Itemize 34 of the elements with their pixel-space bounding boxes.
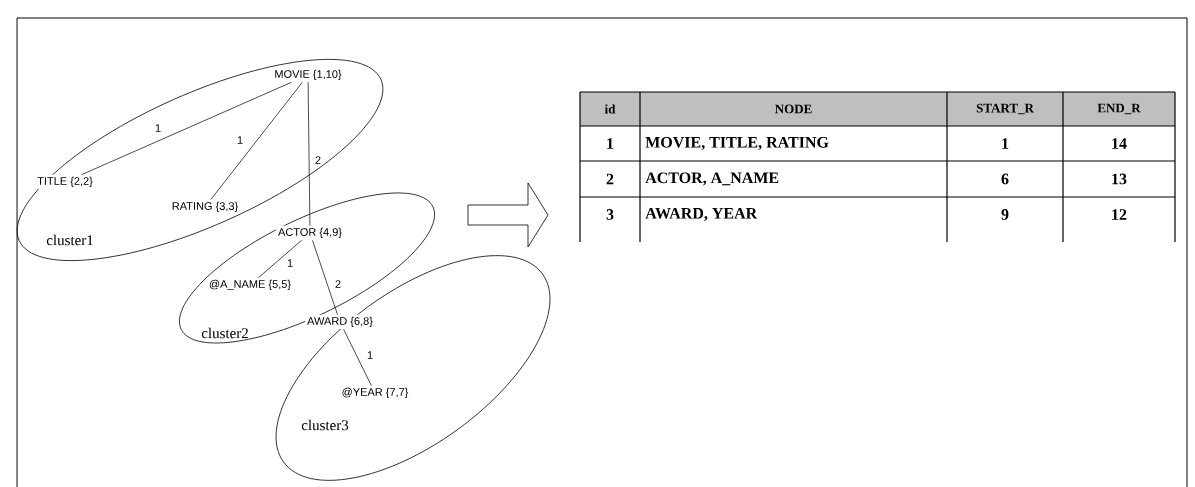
- edge-label: 1: [285, 258, 295, 268]
- edge-label: 1: [365, 350, 375, 360]
- tree-edge: [258, 239, 302, 278]
- edge-label: 2: [313, 155, 323, 165]
- tree-edge: [312, 239, 338, 315]
- tree-edge: [343, 328, 372, 386]
- table-cell: 13: [1112, 173, 1127, 185]
- table-cell: START_R: [976, 103, 1034, 115]
- table-cell: id: [604, 104, 616, 114]
- tree-edge: [307, 81, 311, 226]
- table-cell: 1: [607, 138, 614, 149]
- table-cell: NODE: [774, 104, 812, 114]
- tree-edge: [81, 81, 292, 175]
- table-cell: 9: [1001, 209, 1009, 220]
- table-cell: MOVIE, TITLE, RATING: [645, 136, 829, 151]
- tree-node-label: MOVIE {1,10}: [272, 67, 344, 83]
- table-cell: 3: [606, 209, 614, 220]
- table-cell: 6: [1001, 173, 1009, 185]
- table-cell: AWARD, YEAR: [645, 208, 758, 221]
- edge-label: 1: [235, 135, 245, 145]
- edge-label: 1: [153, 123, 163, 133]
- table-cell: 1: [1002, 138, 1009, 149]
- table-cell: END_R: [1097, 103, 1141, 115]
- edge-label: 2: [333, 279, 343, 289]
- table-cell: 12: [1112, 209, 1127, 220]
- table-cell: 2: [606, 173, 614, 185]
- tree-node-label: AWARD {6,8}: [305, 314, 375, 330]
- tree-edge: [210, 81, 303, 200]
- tree-node-label: ACTOR {4,9}: [276, 225, 344, 241]
- tree-node-label: RATING {3,3}: [169, 199, 241, 215]
- tree-node-label: TITLE {2,2}: [35, 174, 95, 190]
- table-cell: 14: [1112, 138, 1127, 149]
- tree-node-label: @YEAR {7,7}: [339, 385, 411, 401]
- table-cell: ACTOR, A_NAME: [645, 172, 779, 186]
